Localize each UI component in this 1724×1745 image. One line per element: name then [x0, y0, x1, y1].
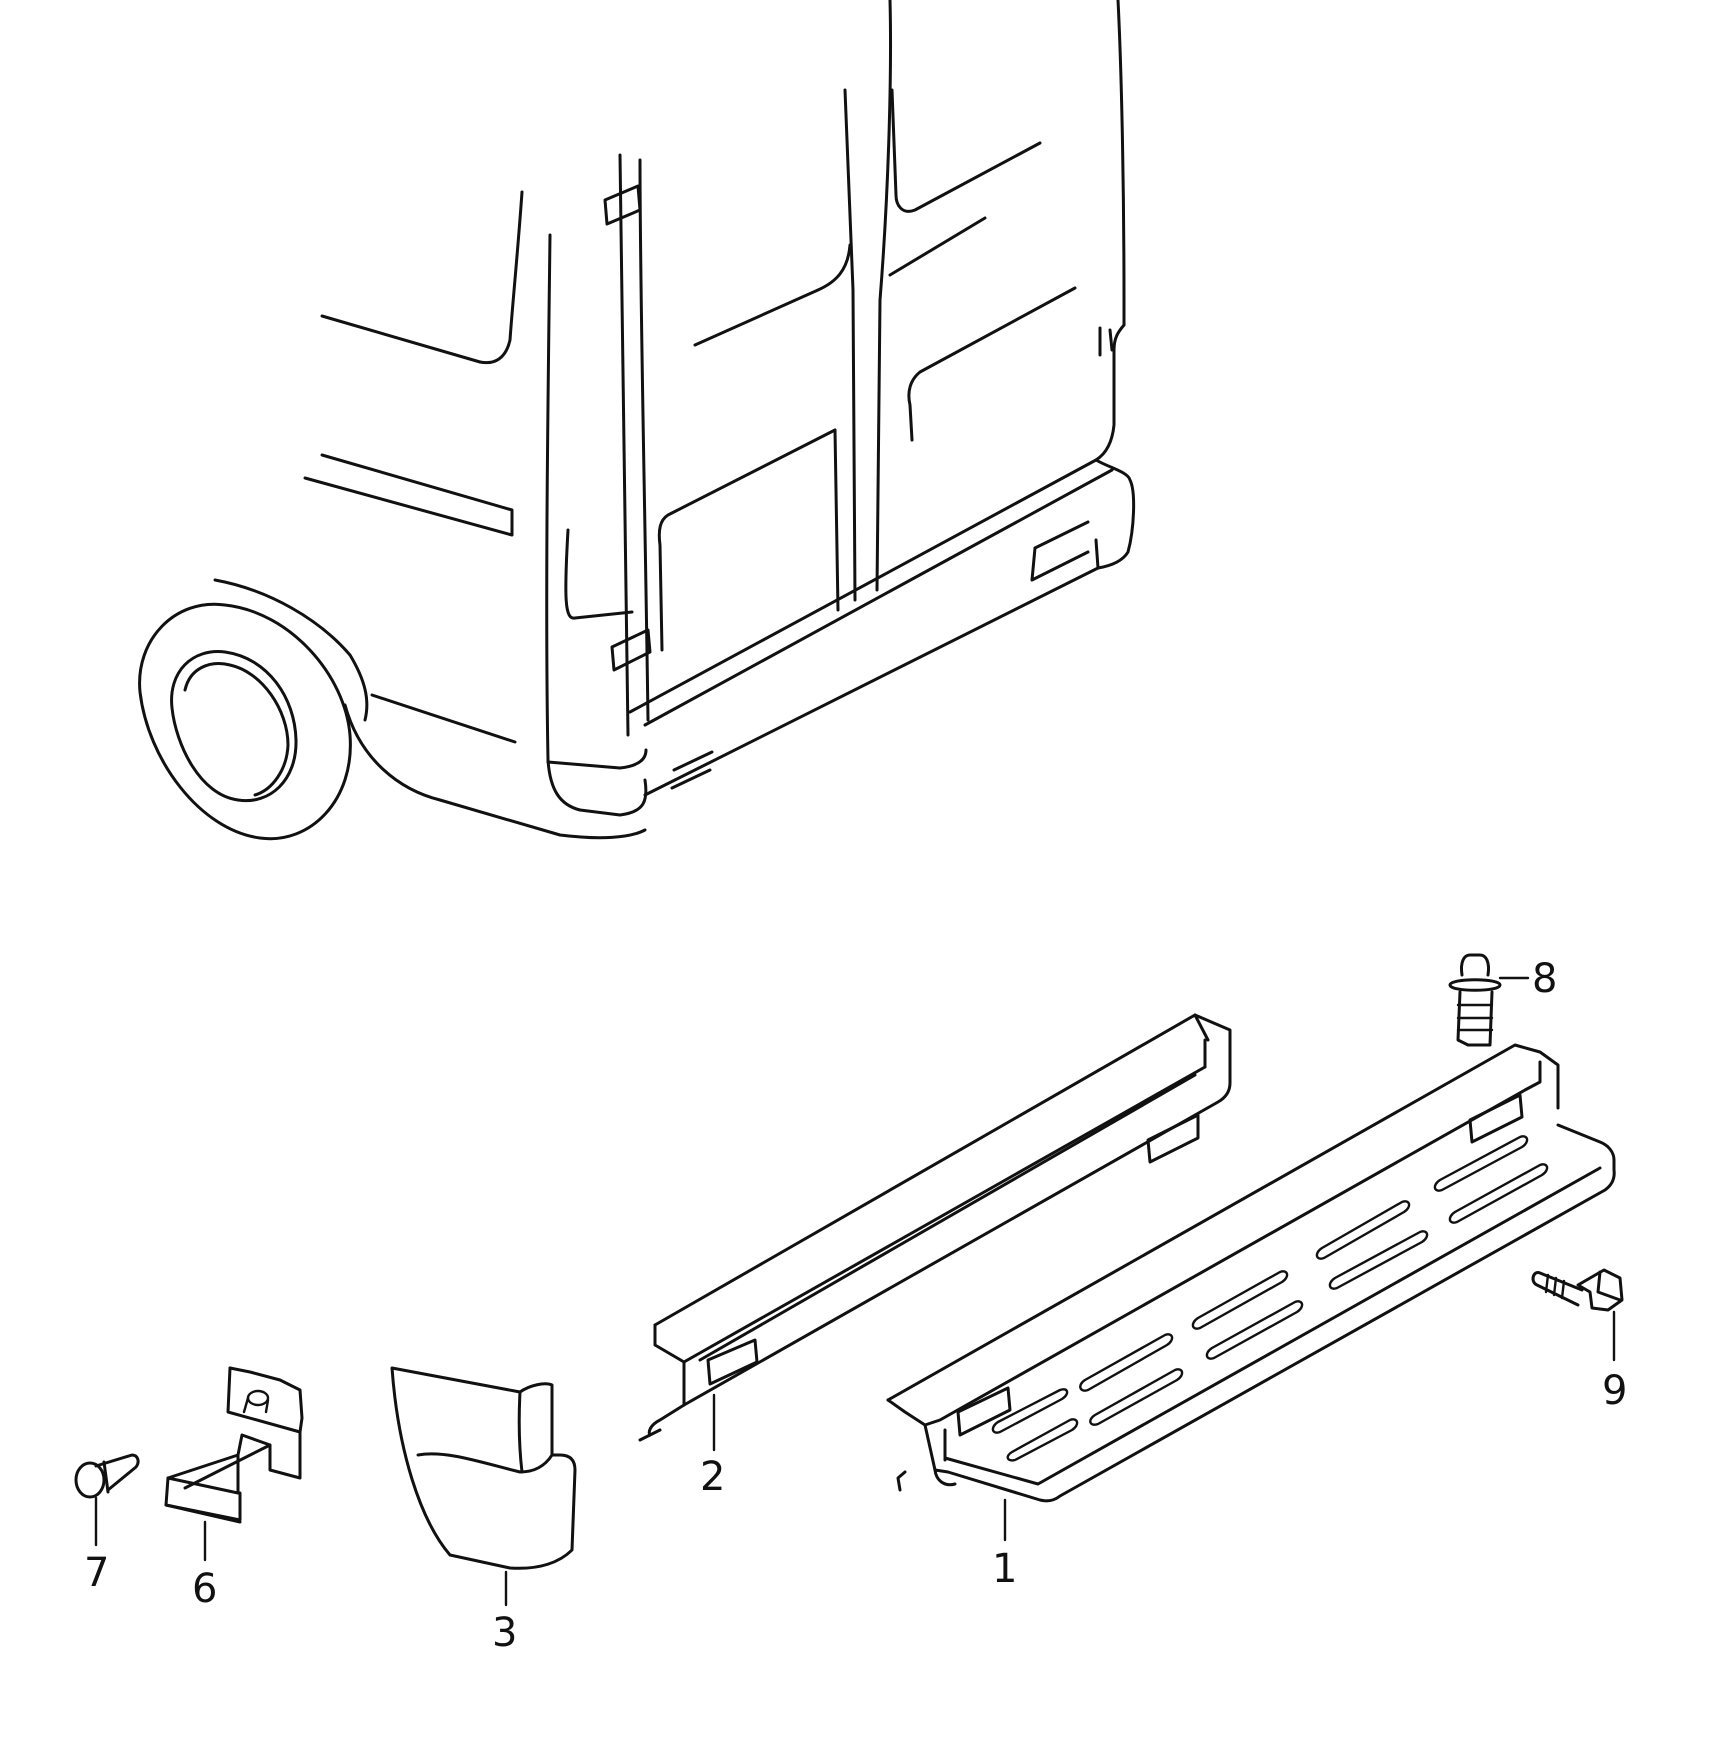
end-cap [390, 1366, 577, 1570]
callout-label-9: 9 [1602, 1368, 1627, 1414]
callout-label-3: 3 [492, 1610, 517, 1656]
callout-label-2: 2 [700, 1454, 725, 1500]
callout-label-1: 1 [992, 1546, 1017, 1592]
callout-label-8: 8 [1532, 956, 1557, 1002]
step-board [886, 1043, 1616, 1503]
hex-bolt [1531, 1268, 1624, 1312]
van-body-illustration [138, 0, 1136, 841]
rivet-pin [74, 1453, 140, 1499]
expanding-clip [1448, 953, 1502, 1047]
leader-lines [94, 976, 1616, 1607]
mounting-bracket [164, 1366, 304, 1524]
callout-labels: 1 2 3 6 7 8 9 [84, 956, 1627, 1656]
sill-trim-strip [638, 1013, 1232, 1442]
callout-label-7: 7 [84, 1550, 109, 1596]
callout-label-6: 6 [192, 1566, 217, 1612]
